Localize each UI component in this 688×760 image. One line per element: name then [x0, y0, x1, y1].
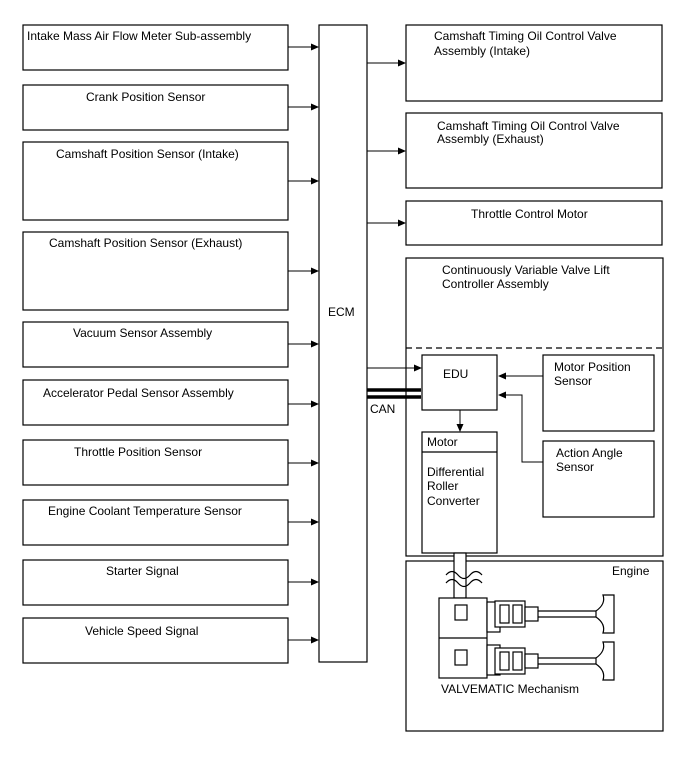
can-label: CAN [370, 402, 395, 416]
action-angle-line1: Action Angle [556, 446, 623, 460]
input-box-maf: Intake Mass Air Flow Meter Sub-assembly [22, 24, 289, 71]
input-box-cam-intake: Camshaft Position Sensor (Intake) [22, 141, 289, 221]
input-box-vehicle-speed: Vehicle Speed Signal [22, 617, 289, 664]
input-box-throttle-position: Throttle Position Sensor [22, 439, 289, 486]
input-box-coolant-temp: Engine Coolant Temperature Sensor [22, 499, 289, 546]
motor-position-line2: Sensor [554, 374, 592, 388]
upper-valve-icon [538, 594, 615, 634]
cvvl-controller-assembly: Continuously Variable Valve Lift Control… [405, 257, 664, 557]
edu-box: EDU [421, 354, 498, 411]
input-label-crank-position: Crank Position Sensor [86, 90, 205, 104]
shaft-break-symbol [445, 570, 483, 588]
output-box-throttle-motor: Throttle Control Motor [405, 200, 663, 246]
sensor-to-edu-arrows [456, 372, 543, 463]
control-shaft [445, 552, 483, 599]
valvematic-mechanism-illustration [438, 594, 615, 681]
cvvl-title-line1: Continuously Variable Valve Lift [442, 263, 610, 277]
output-label-ocv-intake-line1: Camshaft Timing Oil Control Valve [434, 29, 617, 43]
action-angle-line2: Sensor [556, 460, 594, 474]
valvematic-mechanism-label: VALVEMATIC Mechanism [441, 682, 579, 696]
input-label-throttle-position: Throttle Position Sensor [74, 445, 202, 459]
input-arrows [288, 43, 319, 644]
diff-roller-line2: Roller [427, 479, 458, 493]
input-label-starter: Starter Signal [106, 564, 179, 578]
arrow-action-angle-to-edu [498, 391, 543, 463]
output-label-throttle-motor: Throttle Control Motor [471, 207, 588, 221]
cvvl-title-line2: Controller Assembly [442, 277, 549, 291]
input-box-cam-exhaust: Camshaft Position Sensor (Exhaust) [22, 231, 289, 311]
input-box-vacuum: Vacuum Sensor Assembly [22, 321, 289, 368]
output-box-ocv-intake: Camshaft Timing Oil Control Valve Assemb… [405, 24, 663, 102]
input-label-vacuum: Vacuum Sensor Assembly [73, 326, 212, 340]
diff-roller-line1: Differential [427, 465, 484, 479]
edu-label: EDU [443, 367, 468, 381]
diff-roller-line3: Converter [427, 494, 480, 508]
motor-label: Motor [427, 435, 458, 449]
input-box-accelerator: Accelerator Pedal Sensor Assembly [22, 379, 289, 426]
motor-position-line1: Motor Position [554, 360, 631, 374]
input-box-crank-position: Crank Position Sensor [22, 84, 289, 131]
input-label-maf: Intake Mass Air Flow Meter Sub-assembly [27, 29, 251, 43]
engine-label: Engine [612, 564, 650, 578]
output-box-ocv-exhaust: Camshaft Timing Oil Control Valve Assemb… [405, 112, 663, 189]
action-angle-sensor-box: Action Angle Sensor [542, 440, 655, 518]
input-box-starter: Starter Signal [22, 559, 289, 606]
input-label-coolant-temp: Engine Coolant Temperature Sensor [48, 504, 242, 518]
can-bus: CAN [367, 388, 421, 416]
engine-box: Engine [405, 560, 664, 732]
input-label-cam-intake: Camshaft Position Sensor (Intake) [56, 147, 239, 161]
output-label-ocv-exhaust-line1: Camshaft Timing Oil Control Valve [437, 119, 620, 133]
ecm-label: ECM [328, 305, 355, 319]
input-label-accelerator: Accelerator Pedal Sensor Assembly [43, 386, 234, 400]
input-label-vehicle-speed: Vehicle Speed Signal [85, 624, 198, 638]
motor-converter-box: Motor Differential Roller Converter [421, 431, 498, 554]
motor-position-sensor-box: Motor Position Sensor [542, 354, 655, 432]
output-arrows [367, 59, 422, 372]
output-label-ocv-exhaust-line2: Assembly (Exhaust) [437, 132, 544, 146]
input-label-cam-exhaust: Camshaft Position Sensor (Exhaust) [49, 236, 242, 250]
ecm-box: ECM [318, 24, 368, 663]
lower-valve-icon [538, 641, 615, 681]
output-label-ocv-intake-line2: Assembly (Intake) [434, 44, 530, 58]
